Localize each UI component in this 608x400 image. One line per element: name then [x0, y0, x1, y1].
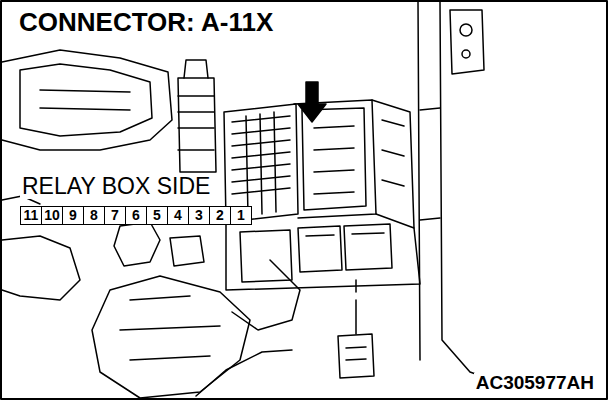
pin-number: 8 — [90, 207, 98, 223]
pin-cell: 1 — [230, 206, 252, 225]
pin-cell: 5 — [146, 206, 168, 225]
pin-number: 3 — [195, 207, 203, 223]
pin-cell: 8 — [83, 206, 105, 225]
pin-number: 5 — [153, 207, 161, 223]
diagram-title: CONNECTOR: A-11X — [16, 8, 276, 37]
pin-number: 2 — [216, 207, 224, 223]
pin-number: 10 — [44, 207, 60, 223]
figure-code: AC305977AH — [474, 373, 596, 394]
pin-number: 7 — [111, 207, 119, 223]
pin-cell: 11 — [20, 206, 42, 225]
pin-cell: 10 — [41, 206, 63, 225]
pin-cell: 6 — [125, 206, 147, 225]
pin-number: 6 — [132, 207, 140, 223]
pin-number: 11 — [24, 207, 39, 223]
pin-cell: 4 — [167, 206, 189, 225]
connector-label: RELAY BOX SIDE — [20, 174, 212, 199]
pin-number: 9 — [69, 207, 77, 223]
pin-number: 4 — [174, 207, 182, 223]
pin-number: 1 — [237, 207, 245, 223]
connector-face: RELAY BOX SIDE1110987654321 — [20, 174, 212, 199]
pin-cell: 3 — [188, 206, 210, 225]
pin-cell: 9 — [62, 206, 84, 225]
pin-cell: 2 — [209, 206, 231, 225]
pin-cell: 7 — [104, 206, 126, 225]
